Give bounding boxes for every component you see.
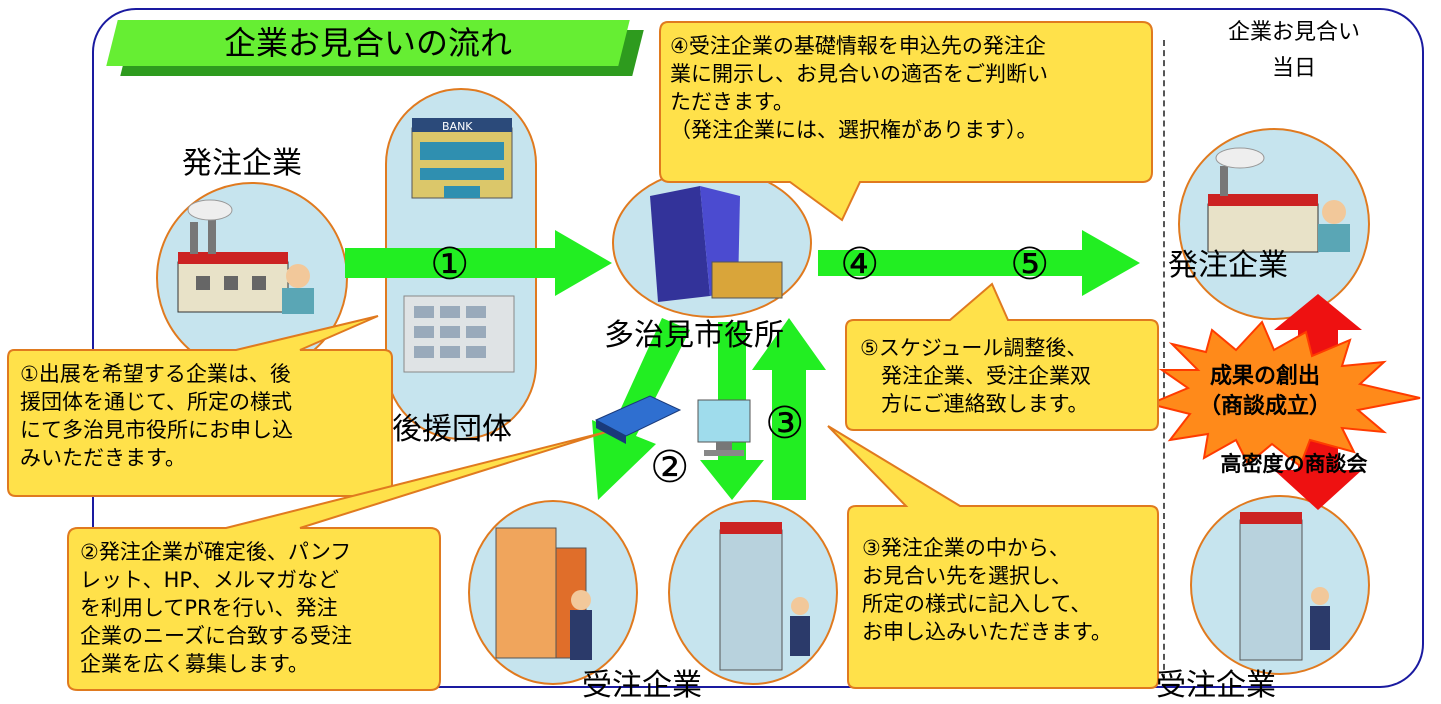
right-ordering-company-label: 発注企業	[1168, 248, 1288, 283]
city-hall-building-icon	[650, 186, 783, 302]
callout-step3-text: ③発注企業の中から、 お見合い先を選択し、 所定の様式に記入して、 お申し込みい…	[862, 536, 1112, 644]
step-number-3: ③	[765, 398, 805, 449]
book-icon	[594, 395, 682, 444]
step-number-5: ⑤	[1010, 239, 1050, 290]
diagram-frame	[92, 8, 1424, 688]
office-building-icon	[403, 295, 515, 373]
office-tower-icon	[1239, 512, 1330, 661]
ordering-company-label: 発注企業	[182, 146, 302, 181]
burst-icon	[1146, 320, 1421, 468]
city-hall-label: 多治見市役所	[604, 318, 784, 353]
step-number-4: ④	[840, 239, 880, 290]
page-title: 企業お見合いの流れ	[223, 24, 512, 62]
high-density-meeting-label: 高密度の商談会	[1220, 452, 1368, 476]
callout-step5-text: ⑤スケジュール調整後、 発注企業、受注企業双 方にご連絡致します。	[860, 336, 1091, 416]
callout-step5	[845, 282, 1159, 431]
arrow-step1	[345, 230, 612, 296]
factory-icon	[1207, 147, 1350, 253]
meeting-day-label-2: 当日	[1271, 56, 1316, 81]
office-tower-icon	[719, 522, 810, 671]
bank-icon: BANK	[411, 118, 513, 199]
callout-step2-text: ②発注企業が確定後、パンフ レット、HP、メルマガなど を利用してPRを行い、発…	[80, 540, 352, 676]
computer-monitor-icon	[697, 399, 751, 456]
supporting-orgs-label: 後援団体	[392, 412, 512, 447]
callout-step2	[67, 431, 607, 691]
arrow-step3-up	[752, 318, 826, 500]
callout-step4	[659, 21, 1153, 222]
receiving-company-label: 受注企業	[582, 668, 702, 703]
callout-step3	[827, 425, 1159, 689]
right-receiving-company-label: 受注企業	[1156, 668, 1276, 703]
factory-icon	[177, 199, 314, 314]
arrow-step4-5	[818, 230, 1140, 296]
callout-step4-text: ④受注企業の基礎情報を申込先の発注企 業に開示し、お見合いの適否をご判断い ただ…	[670, 34, 1048, 142]
office-tower-icon	[495, 527, 592, 660]
meeting-day-label-1: 企業お見合い	[1227, 20, 1360, 45]
bank-sign: BANK	[442, 120, 473, 133]
step-number-2: ②	[650, 442, 690, 493]
meeting-day-divider	[1163, 40, 1165, 680]
callout-step1-text: ①出展を希望する企業は、後 援団体を通じて、所定の様式 にて多治見市役所にお申し…	[20, 362, 293, 470]
result-text: 成果の創出 （商談成立）	[1198, 364, 1331, 419]
step-number-1: ①	[430, 239, 470, 290]
